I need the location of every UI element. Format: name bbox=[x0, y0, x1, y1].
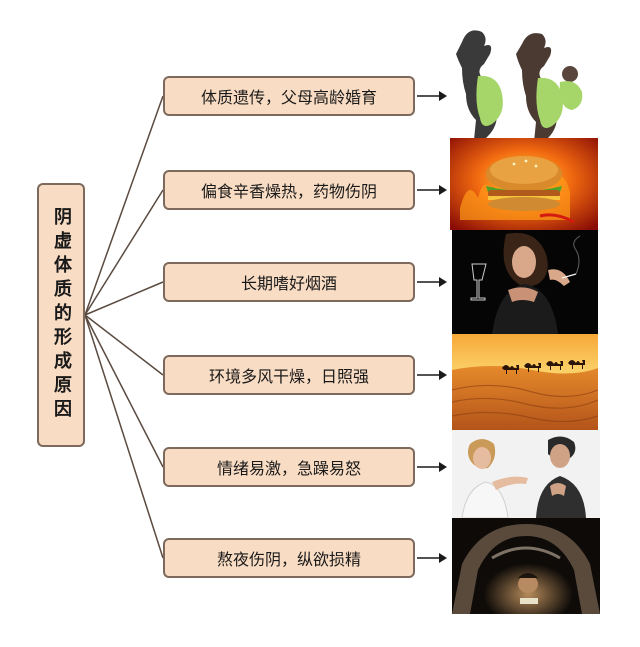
arrow-right-icon bbox=[417, 185, 447, 195]
arrow-right-icon bbox=[417, 277, 447, 287]
cause-label-1: 体质遗传，父母高龄婚育 bbox=[200, 88, 377, 107]
cause-box-4: 环境多风干燥，日照强 bbox=[163, 355, 415, 395]
cause-label-6: 熬夜伤阴，纵欲损精 bbox=[216, 550, 361, 569]
cause-label-2: 偏食辛香燥热，药物伤阴 bbox=[200, 182, 377, 201]
cause-label-3: 长期嗜好烟酒 bbox=[240, 274, 337, 293]
root-label: 阴虚体质的形成原因 bbox=[51, 207, 72, 423]
desert-camels-photo bbox=[452, 334, 598, 430]
cause-label-4: 环境多风干燥，日照强 bbox=[208, 367, 369, 386]
arrow-right-icon bbox=[417, 462, 447, 472]
cause-box-3: 长期嗜好烟酒 bbox=[163, 262, 415, 302]
connector-line-4 bbox=[84, 314, 164, 376]
connector-line-3 bbox=[84, 281, 164, 316]
cause-box-2: 偏食辛香燥热，药物伤阴 bbox=[163, 170, 415, 210]
pregnant-women-silhouette-icon bbox=[452, 22, 604, 140]
root-node: 阴虚体质的形成原因 bbox=[37, 183, 85, 447]
burger-fire-photo bbox=[450, 138, 598, 230]
connector-line-2 bbox=[84, 189, 164, 316]
cause-label-5: 情绪易激，急躁易怒 bbox=[216, 459, 361, 478]
arrow-right-icon bbox=[417, 553, 447, 563]
person-under-blanket-phone-photo bbox=[452, 518, 600, 614]
couple-arguing-photo bbox=[452, 430, 600, 518]
cause-box-1: 体质遗传，父母高龄婚育 bbox=[163, 76, 415, 116]
connector-line-6 bbox=[84, 314, 164, 559]
cause-box-5: 情绪易激，急躁易怒 bbox=[163, 447, 415, 487]
arrow-right-icon bbox=[417, 91, 447, 101]
arrow-right-icon bbox=[417, 370, 447, 380]
connector-line-5 bbox=[84, 314, 164, 468]
connector-line-1 bbox=[84, 95, 164, 316]
woman-smoking-drinking-photo bbox=[452, 230, 598, 334]
cause-box-6: 熬夜伤阴，纵欲损精 bbox=[163, 538, 415, 578]
